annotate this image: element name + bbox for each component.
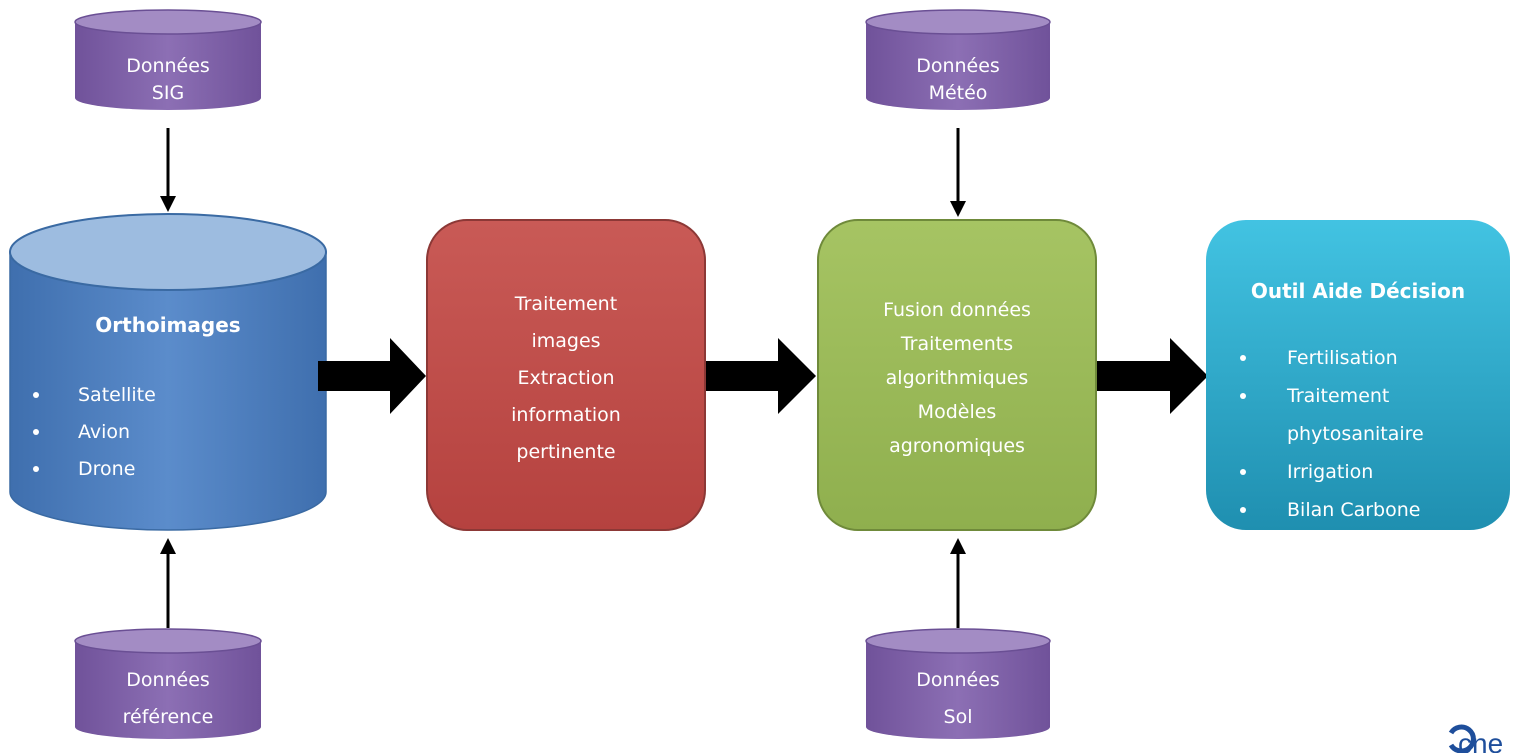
bullet-dot — [1240, 355, 1246, 361]
traitement-line-4: information — [511, 404, 621, 426]
fusion-line-1: Fusion données — [883, 299, 1031, 321]
orthoimages-title: Orthoimages — [95, 313, 240, 337]
bullet-dot — [1240, 469, 1246, 475]
traitement-images-box: Traitement images Extraction information… — [426, 219, 706, 531]
bullet-dot — [33, 429, 39, 435]
arrow-reference-to-orthoimages — [160, 538, 176, 628]
source-reference-cylinder: Données référence — [74, 628, 262, 739]
source-sol-line-1: Données — [916, 669, 1000, 691]
source-sol-cylinder: Données Sol — [865, 628, 1051, 739]
traitement-line-3: Extraction — [518, 367, 615, 389]
source-sig-line-2: SIG — [152, 82, 184, 104]
source-reference-line-2: référence — [123, 706, 214, 728]
bullet-dot — [33, 466, 39, 472]
arrow-sig-to-orthoimages — [160, 128, 176, 212]
fusion-line-2: Traitements — [900, 333, 1013, 355]
orthoimages-bullet-drone: Drone — [78, 458, 135, 480]
cnes-logo-text: cne — [1458, 728, 1503, 753]
outil-bullet-fertilisation: Fertilisation — [1287, 347, 1398, 369]
outil-title: Outil Aide Décision — [1251, 279, 1465, 303]
source-meteo-line-2: Météo — [929, 82, 988, 104]
orthoimages-bullet-satellite: Satellite — [78, 384, 156, 406]
fusion-line-3: algorithmiques — [886, 367, 1029, 389]
traitement-line-2: images — [531, 330, 600, 352]
source-sig-cylinder: Données SIG — [74, 9, 262, 110]
cnes-logo: cne — [1448, 724, 1503, 753]
bullet-dot — [1240, 507, 1246, 513]
bullet-dot — [1240, 393, 1246, 399]
source-sig-line-1: Données — [126, 55, 210, 77]
cnes-logo-mark — [1448, 724, 1476, 753]
outil-box: Outil Aide Décision Fertilisation Traite… — [1206, 220, 1510, 530]
fusion-line-4: Modèles — [918, 401, 997, 423]
traitement-line-1: Traitement — [514, 293, 617, 315]
arrow-fusion-to-outil — [1096, 338, 1208, 414]
arrow-sol-to-fusion — [950, 538, 966, 628]
source-reference-line-1: Données — [126, 669, 210, 691]
arrow-meteo-to-fusion — [950, 128, 966, 217]
arrow-orthoimages-to-traitement — [318, 338, 426, 414]
fusion-line-5: agronomiques — [889, 435, 1025, 457]
traitement-line-5: pertinente — [516, 441, 615, 463]
outil-bullet-traitement-line-1: Traitement — [1286, 385, 1389, 407]
outil-bullet-irrigation: Irrigation — [1287, 461, 1373, 483]
fusion-box: Fusion données Traitements algorithmique… — [817, 219, 1097, 531]
arrow-traitement-to-fusion — [705, 338, 816, 414]
orthoimages-cylinder: Orthoimages Satellite Avion Drone — [9, 213, 327, 531]
bullet-dot — [33, 392, 39, 398]
orthoimages-bullet-avion: Avion — [78, 421, 130, 443]
source-meteo-cylinder: Données Météo — [865, 9, 1051, 110]
outil-bullet-bilan-carbone: Bilan Carbone — [1287, 499, 1420, 521]
source-meteo-line-1: Données — [916, 55, 1000, 77]
outil-bullet-traitement-line-2: phytosanitaire — [1287, 423, 1424, 445]
source-sol-line-2: Sol — [944, 706, 973, 728]
